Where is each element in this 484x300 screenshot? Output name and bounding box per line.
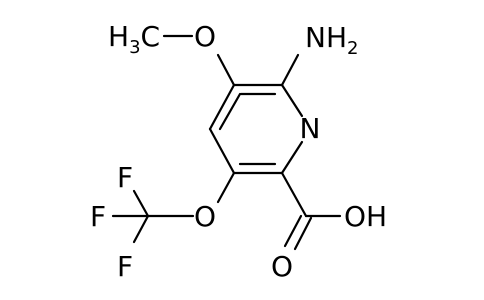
bond-cf3-f-bottom [132,214,150,244]
ring-nitrogen-label: N [300,112,321,145]
bond-cf3-f-top [132,189,150,218]
bond-c4-c3-outer [208,83,236,131]
carbonyl-oxygen-label: O [271,250,293,283]
bond-n1-c6 [280,140,304,175]
amino-group-label: NH2 [305,21,358,59]
bond-c5-o-trifluoromethoxy [216,171,236,204]
bond-carbonyl-right [293,216,313,251]
trifluoromethoxy-oxygen-label: O [194,200,216,233]
methyl-c-text: C [141,20,161,53]
methyl-group-label: H3C [108,20,160,58]
fluorine-bottom-label: F [117,250,133,283]
bond-c6-carboxyl-carbon [280,171,308,218]
fluorine-middle-label: F [90,200,106,233]
fluorine-top-label: F [117,161,133,194]
amino-main-text: NH [305,21,347,54]
bond-c2-n1 [280,83,304,118]
bond-c4-c3-inner [218,92,242,131]
methyl-h-text: H [108,20,129,53]
bond-c3-o-methoxy [216,53,236,87]
amino-subscript: 2 [347,38,358,59]
bond-carbonyl-left [283,214,303,248]
methoxy-oxygen-label: O [194,20,216,53]
methyl-subscript: 3 [129,37,140,58]
bond-c2-nh2 [280,53,300,87]
hydroxyl-label: OH [344,200,387,233]
bond-c5-c4 [208,127,236,175]
